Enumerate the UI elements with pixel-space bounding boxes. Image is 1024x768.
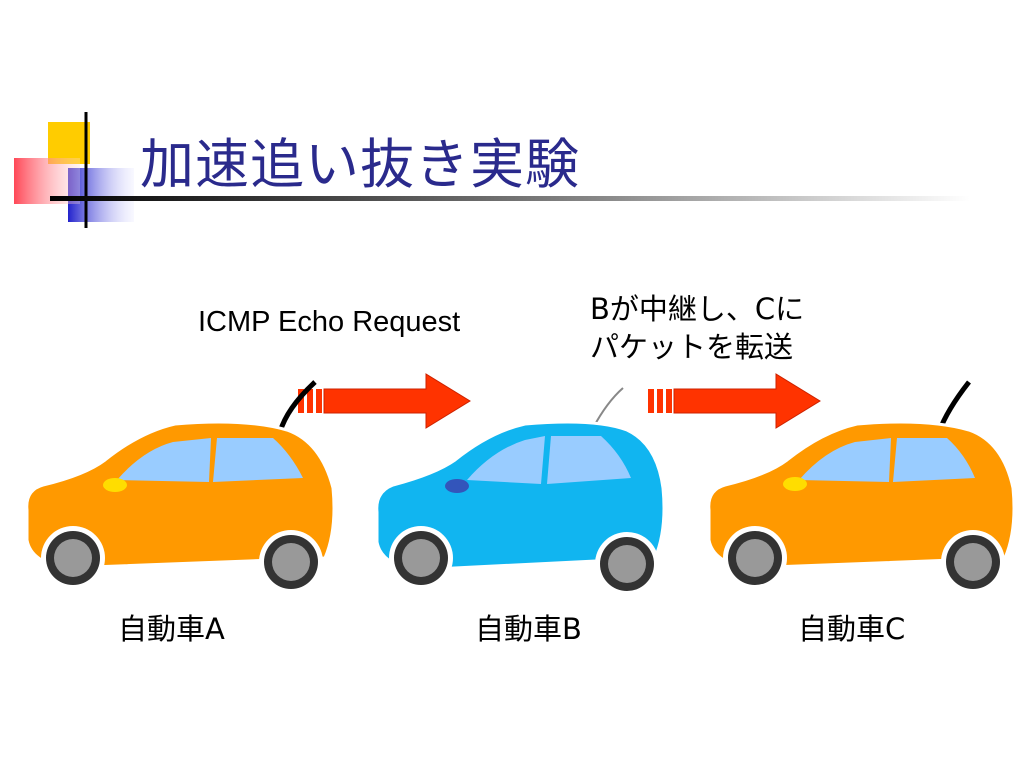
relay-note-line2: パケットを転送	[590, 330, 794, 364]
car-c-label: 自動車C	[798, 612, 906, 646]
title-underline	[50, 196, 970, 201]
car-c-icon	[707, 380, 1016, 594]
slide-title: 加速追い抜き実験	[140, 133, 580, 196]
icmp-label: ICMP Echo Request	[198, 306, 461, 338]
relay-note-line1: Bが中継し、Cに	[590, 292, 805, 326]
arrow-icon	[648, 373, 821, 429]
yellow-square	[48, 122, 90, 164]
car-b-label: 自動車B	[475, 612, 582, 646]
car-a-label: 自動車A	[118, 612, 225, 646]
car-a-icon	[25, 380, 336, 594]
arrow-icon	[298, 373, 471, 429]
car-b-icon	[375, 387, 666, 596]
relay-note: Bが中継し、Cに パケットを転送	[590, 290, 804, 366]
